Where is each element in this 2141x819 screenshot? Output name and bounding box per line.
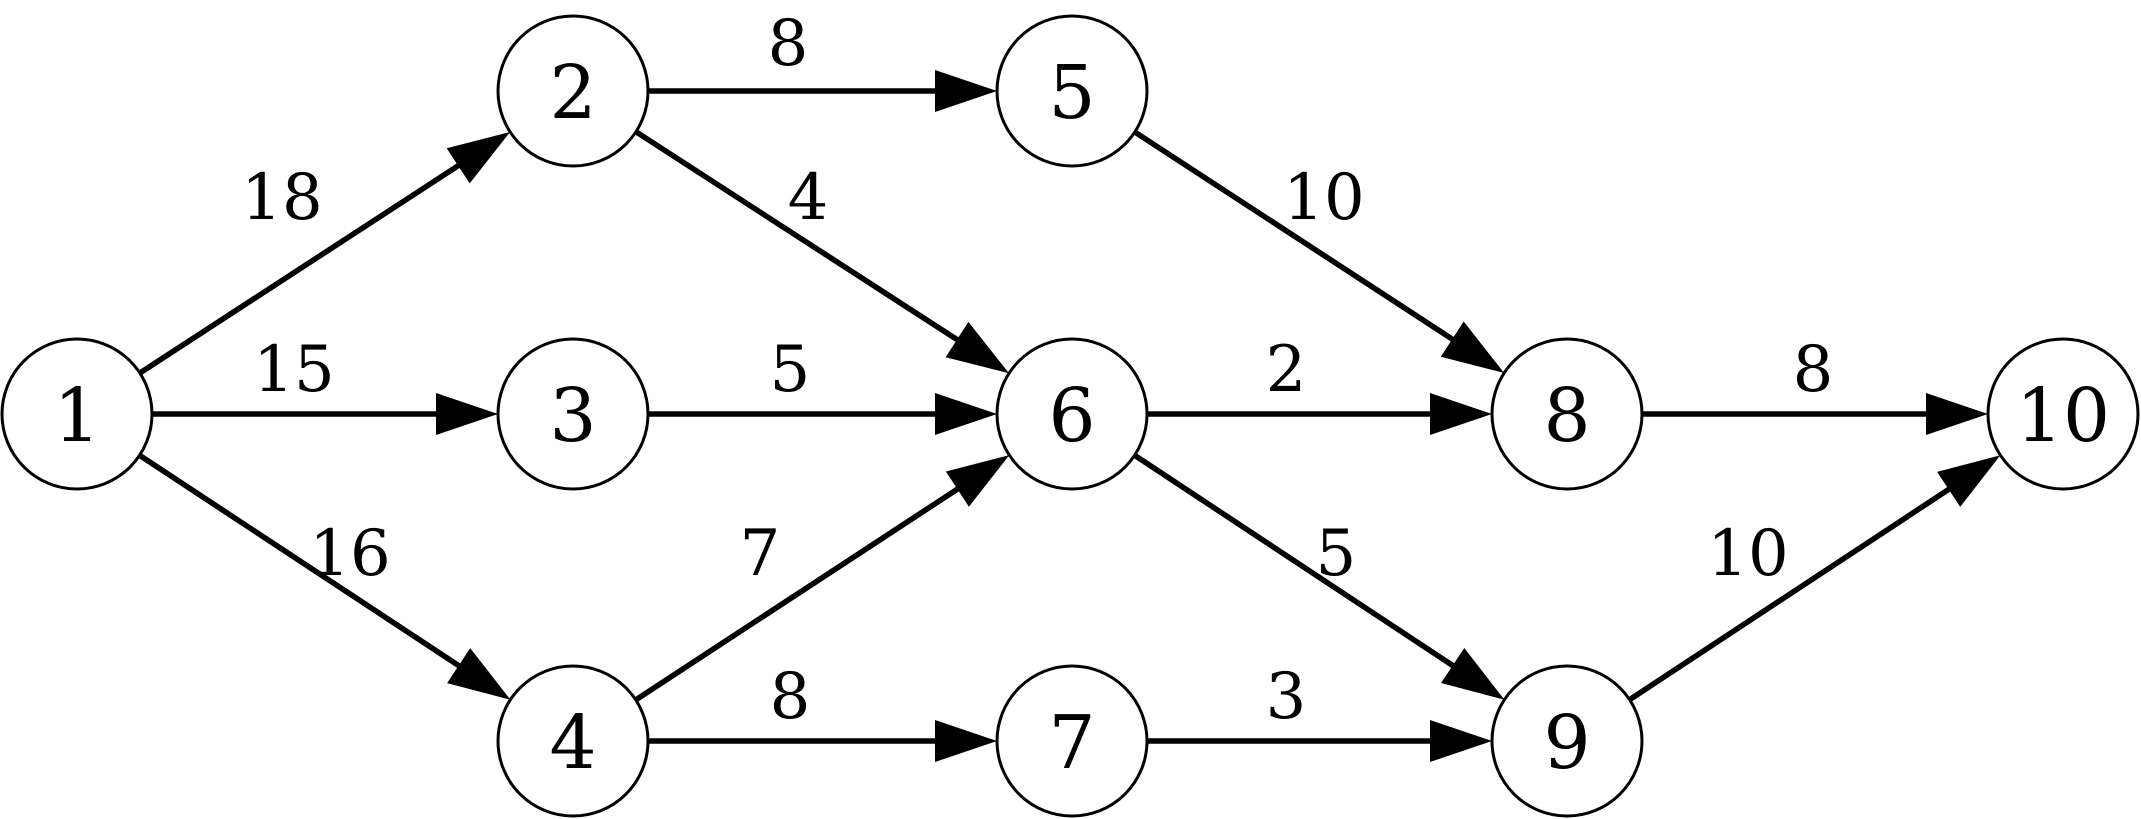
node-label-10: 10: [2016, 373, 2110, 459]
node-circle-5: [995, 14, 1149, 168]
node-6: 6: [995, 337, 1149, 491]
weight-label-4-7: 8: [770, 660, 811, 734]
edge-9-10: [1628, 484, 1954, 702]
arrowhead-3-6: [935, 393, 997, 435]
weight-label-6-8: 2: [1266, 333, 1307, 407]
node-circle-9: [1490, 664, 1644, 818]
node-circle-6: [995, 337, 1149, 491]
arrowhead-4-6: [945, 455, 1010, 507]
arrowhead-8-10: [1926, 393, 1988, 435]
node-circle-1: [0, 337, 154, 491]
nodes-layer: 1 2 3 4 5 6 7 8 9 10: [0, 14, 2140, 818]
node-10: 10: [1986, 337, 2140, 491]
node-label-4: 4: [549, 700, 596, 786]
weight-label-6-9: 5: [1316, 517, 1357, 591]
node-label-8: 8: [1543, 373, 1590, 459]
node-circle-4: [496, 664, 650, 818]
arrowhead-6-8: [1430, 393, 1492, 435]
node-3: 3: [496, 337, 650, 491]
edge-1-2: [138, 161, 464, 376]
node-7: 7: [995, 664, 1149, 818]
node-label-7: 7: [1048, 700, 1095, 786]
weight-label-9-10: 10: [1707, 517, 1788, 591]
edge-5-8: [1133, 129, 1458, 344]
arrowhead-9-10: [1937, 455, 2001, 507]
edge-2-6: [634, 129, 962, 345]
node-label-5: 5: [1048, 50, 1095, 136]
weight-label-1-3: 15: [253, 333, 334, 407]
node-circle-8: [1490, 337, 1644, 491]
edges-layer: [138, 70, 2001, 762]
node-label-6: 6: [1048, 373, 1095, 459]
node-circle-10: [1986, 337, 2140, 491]
edge-6-9: [1133, 453, 1458, 670]
node-circle-7: [995, 664, 1149, 818]
node-label-3: 3: [549, 373, 596, 459]
node-label-1: 1: [53, 373, 100, 459]
arrowhead-6-9: [1441, 648, 1505, 700]
weight-label-1-2: 18: [241, 161, 322, 235]
node-9: 9: [1490, 664, 1644, 818]
weight-label-5-8: 10: [1283, 161, 1364, 235]
arrowhead-1-4: [447, 648, 511, 700]
node-4: 4: [496, 664, 650, 818]
edge-1-4: [138, 453, 464, 671]
arrowhead-2-6: [945, 321, 1009, 374]
weight-label-8-10: 8: [1793, 333, 1834, 407]
node-label-2: 2: [549, 50, 596, 136]
arrowhead-1-2: [446, 131, 511, 184]
weight-label-2-6: 4: [788, 161, 829, 235]
weight-label-2-5: 8: [768, 7, 809, 81]
node-5: 5: [995, 14, 1149, 168]
weight-label-3-6: 5: [770, 333, 811, 407]
arrowhead-2-5: [935, 70, 997, 112]
node-2: 2: [496, 14, 650, 168]
node-1: 1: [0, 337, 154, 491]
arrowhead-7-9: [1430, 720, 1492, 762]
arrowhead-5-8: [1440, 321, 1505, 373]
arrowhead-1-3: [436, 393, 498, 435]
node-8: 8: [1490, 337, 1644, 491]
edge-4-6: [634, 484, 963, 703]
node-circle-3: [496, 337, 650, 491]
weight-label-7-9: 3: [1266, 660, 1307, 734]
arrowhead-4-7: [935, 720, 997, 762]
node-label-9: 9: [1543, 700, 1590, 786]
node-circle-2: [496, 14, 650, 168]
weight-label-4-6: 7: [740, 517, 781, 591]
weight-label-1-4: 16: [309, 517, 390, 591]
